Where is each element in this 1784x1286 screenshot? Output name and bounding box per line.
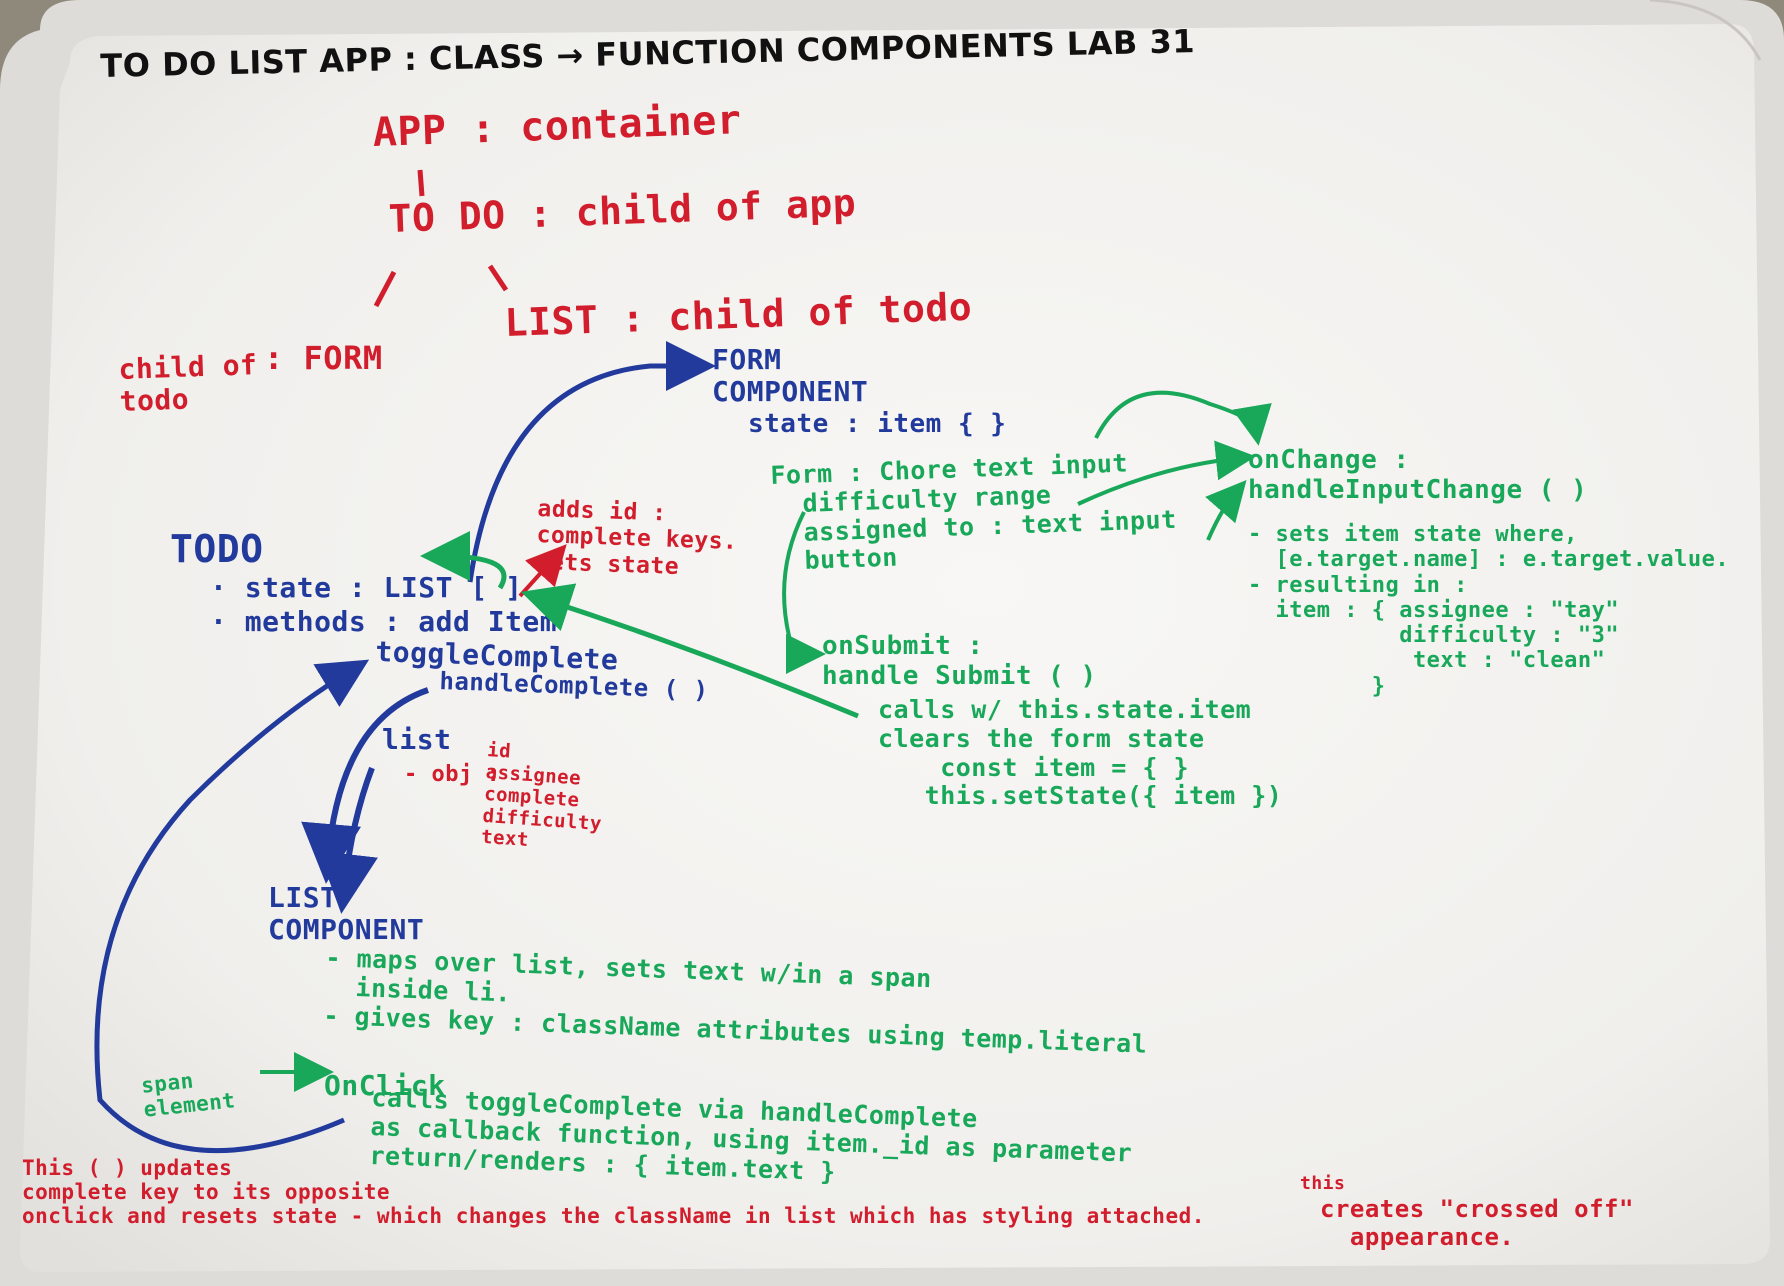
adds-id-note: adds id : complete keys. sets state <box>535 496 738 580</box>
form-node-note: child of todo <box>117 348 258 419</box>
todo-list-label: list <box>382 723 452 756</box>
form-component-heading: FORM COMPONENT <box>712 343 869 409</box>
todo-state: · state : LIST [ ] <box>210 571 523 604</box>
on-change-notes: - sets item state where, [e.target.name]… <box>1248 522 1730 699</box>
on-submit-notes: calls w/ this.state.item clears the form… <box>878 695 1283 811</box>
list-component-heading: LIST COMPONENT <box>268 881 425 947</box>
footer-note: This ( ) updates complete key to its opp… <box>22 1156 1205 1229</box>
todo-obj-fields: id assignee complete difficulty text <box>480 739 603 852</box>
on-change: onChange : handleInputChange ( ) <box>1248 445 1588 505</box>
span-element-label: span element <box>140 1068 237 1122</box>
form-component-state: state : item { } <box>748 409 1007 439</box>
form-node: : FORM <box>264 339 383 377</box>
board-surface <box>20 24 1770 1272</box>
todo-heading: TODO <box>170 527 264 571</box>
form-fields: Form : Chore text input difficulty range… <box>769 448 1178 577</box>
footer-crossed-off: creates "crossed off" appearance. <box>1320 1195 1634 1251</box>
footer-this: this <box>1300 1173 1346 1194</box>
todo-methods: · methods : add Item <box>210 605 558 638</box>
on-submit: onSubmit : handle Submit ( ) <box>822 631 1097 691</box>
